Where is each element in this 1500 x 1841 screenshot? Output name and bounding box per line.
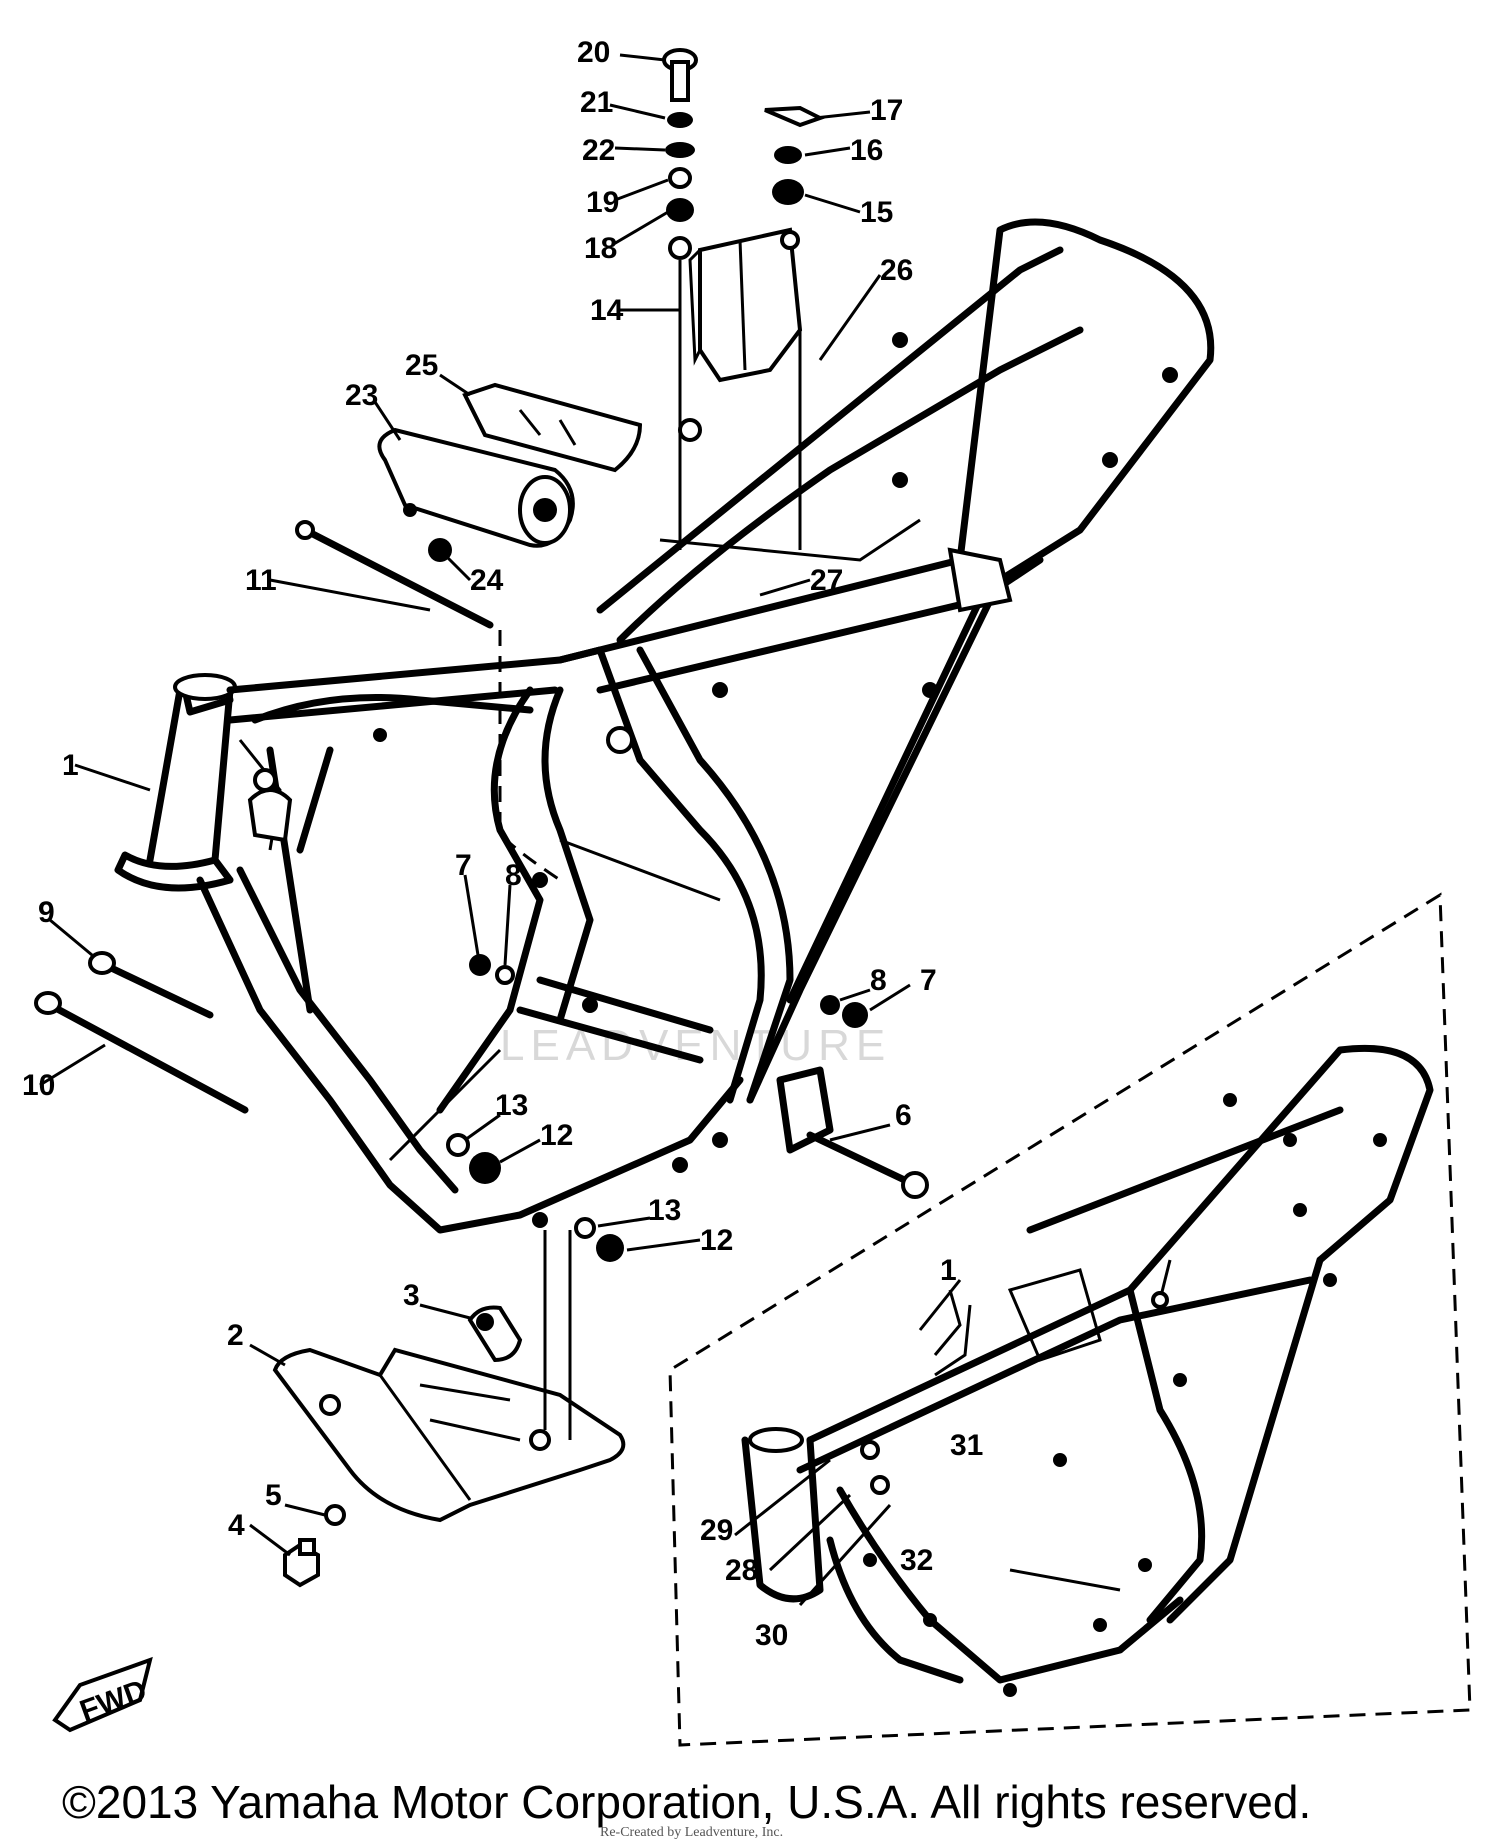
forward-arrow: FWD — [52, 1656, 153, 1733]
fastener-stack-left — [662, 48, 698, 222]
callout-27: 27 — [810, 564, 843, 597]
callout-10: 10 — [22, 1069, 55, 1102]
callout-24: 24 — [470, 564, 504, 597]
bolt-6 — [806, 1131, 929, 1199]
pad — [462, 382, 643, 473]
callout-28: 28 — [725, 1554, 758, 1587]
bolt-11 — [301, 526, 494, 629]
leader-lines — [39, 53, 972, 1607]
callout-6: 6 — [895, 1099, 912, 1132]
callout-26: 26 — [880, 254, 913, 287]
callout-22: 22 — [582, 134, 615, 167]
callout-15: 15 — [860, 196, 893, 229]
callout-17: 17 — [870, 94, 903, 127]
callout-numbers: 20 21 22 19 18 17 16 15 14 26 25 23 11 2… — [22, 36, 983, 1652]
callout-7a: 7 — [455, 849, 472, 882]
callout-30: 30 — [755, 1619, 788, 1652]
callout-1: 1 — [62, 749, 79, 782]
main-frame — [114, 218, 1215, 1234]
inset-frame — [668, 892, 1472, 1747]
callout-16: 16 — [850, 134, 883, 167]
battery-box — [668, 227, 803, 550]
fastener-stack-right — [764, 105, 826, 205]
callout-11: 11 — [245, 564, 277, 597]
callout-29: 29 — [700, 1514, 733, 1547]
callout-12b: 12 — [700, 1224, 733, 1257]
callout-13a: 13 — [495, 1089, 528, 1122]
callout-1b: 1 — [940, 1254, 957, 1287]
callout-8a: 8 — [505, 859, 522, 892]
callout-13b: 13 — [648, 1194, 681, 1227]
canister — [377, 427, 575, 562]
callout-3: 3 — [403, 1279, 420, 1312]
callout-9: 9 — [38, 896, 55, 929]
callout-20: 20 — [577, 36, 610, 69]
bolt-9 — [88, 951, 214, 1019]
skid-plate — [272, 1230, 626, 1523]
callout-21: 21 — [580, 86, 613, 119]
callout-25: 25 — [405, 349, 438, 382]
callout-8b: 8 — [870, 964, 887, 997]
callout-12a: 12 — [540, 1119, 573, 1152]
damper-3 — [467, 1305, 523, 1363]
callout-4: 4 — [228, 1509, 245, 1542]
callout-5: 5 — [265, 1479, 282, 1512]
callout-19: 19 — [586, 186, 619, 219]
bolt-10 — [34, 991, 249, 1114]
callout-18: 18 — [584, 232, 617, 265]
callout-7b: 7 — [920, 964, 937, 997]
callout-31: 31 — [950, 1429, 983, 1462]
callout-14: 14 — [590, 294, 624, 327]
callout-2: 2 — [227, 1319, 244, 1352]
copyright-notice: ©2013 Yamaha Motor Corporation, U.S.A. A… — [62, 1776, 1311, 1828]
callout-32: 32 — [900, 1544, 933, 1577]
callout-23: 23 — [345, 379, 378, 412]
recreated-credit: Re-Created by Leadventure, Inc. — [600, 1825, 783, 1840]
bolt-4-washer-5 — [283, 1504, 346, 1588]
watermark: LEADVENTURE — [500, 1021, 891, 1070]
